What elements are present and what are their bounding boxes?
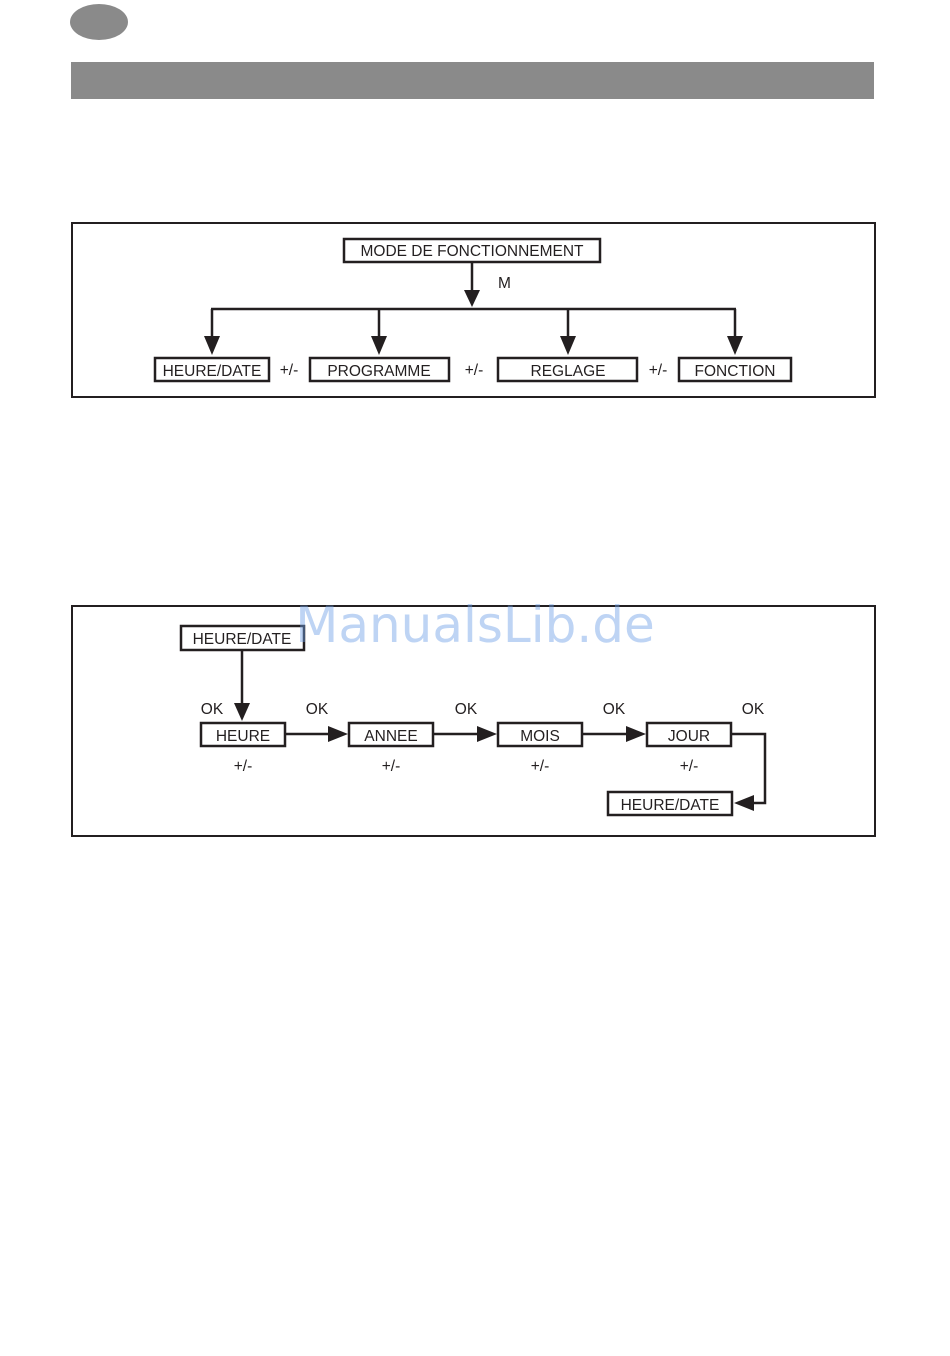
adjust-label-4: +/- xyxy=(680,758,699,775)
mode-m-label: M xyxy=(498,275,511,292)
return-arrowhead xyxy=(734,795,754,811)
adjust-label-3: +/- xyxy=(531,758,550,775)
step-label-jour: JOUR xyxy=(668,728,710,745)
step-arrowhead-2 xyxy=(477,726,497,742)
mode-root-label: MODE DE FONCTIONNEMENT xyxy=(360,243,584,260)
date-end-label: HEURE/DATE xyxy=(621,797,720,814)
date-start-arrowhead xyxy=(234,703,250,721)
mode-separator-3: +/- xyxy=(649,362,668,379)
page-badge xyxy=(70,4,128,40)
mode-label-heure-date: HEURE/DATE xyxy=(163,363,262,380)
ok-label-3: OK xyxy=(455,701,478,718)
ok-label-2: OK xyxy=(306,701,329,718)
section-header-bar xyxy=(71,62,874,99)
mode-label-programme: PROGRAMME xyxy=(327,363,430,380)
step-label-annee: ANNEE xyxy=(364,728,417,745)
step-label-heure: HEURE xyxy=(216,728,270,745)
branch-arrowhead-reglage xyxy=(560,336,576,355)
date-diagram-panel: HEURE/DATE OK OK OK OK OK HEURE ANNEE MO… xyxy=(71,605,876,837)
step-arrowhead-3 xyxy=(626,726,646,742)
mode-trunk-arrowhead xyxy=(464,290,480,307)
mode-label-reglage: REGLAGE xyxy=(531,363,606,380)
date-start-label: HEURE/DATE xyxy=(193,631,292,648)
step-arrowhead-1 xyxy=(328,726,348,742)
step-label-mois: MOIS xyxy=(520,728,560,745)
adjust-label-1: +/- xyxy=(234,758,253,775)
date-diagram: HEURE/DATE OK OK OK OK OK HEURE ANNEE MO… xyxy=(73,607,874,835)
ok-label-final: OK xyxy=(742,701,765,718)
ok-label-1: OK xyxy=(201,701,224,718)
mode-label-fonction: FONCTION xyxy=(695,363,776,380)
adjust-label-2: +/- xyxy=(382,758,401,775)
return-path-line xyxy=(732,734,765,803)
ok-label-4: OK xyxy=(603,701,626,718)
mode-separator-1: +/- xyxy=(280,362,299,379)
branch-arrowhead-fonction xyxy=(727,336,743,355)
mode-separator-2: +/- xyxy=(465,362,484,379)
mode-diagram: MODE DE FONCTIONNEMENT M HEURE/DATE PROG… xyxy=(73,224,874,396)
branch-arrowhead-programme xyxy=(371,336,387,355)
branch-arrowhead-heure-date xyxy=(204,336,220,355)
mode-diagram-panel: MODE DE FONCTIONNEMENT M HEURE/DATE PROG… xyxy=(71,222,876,398)
